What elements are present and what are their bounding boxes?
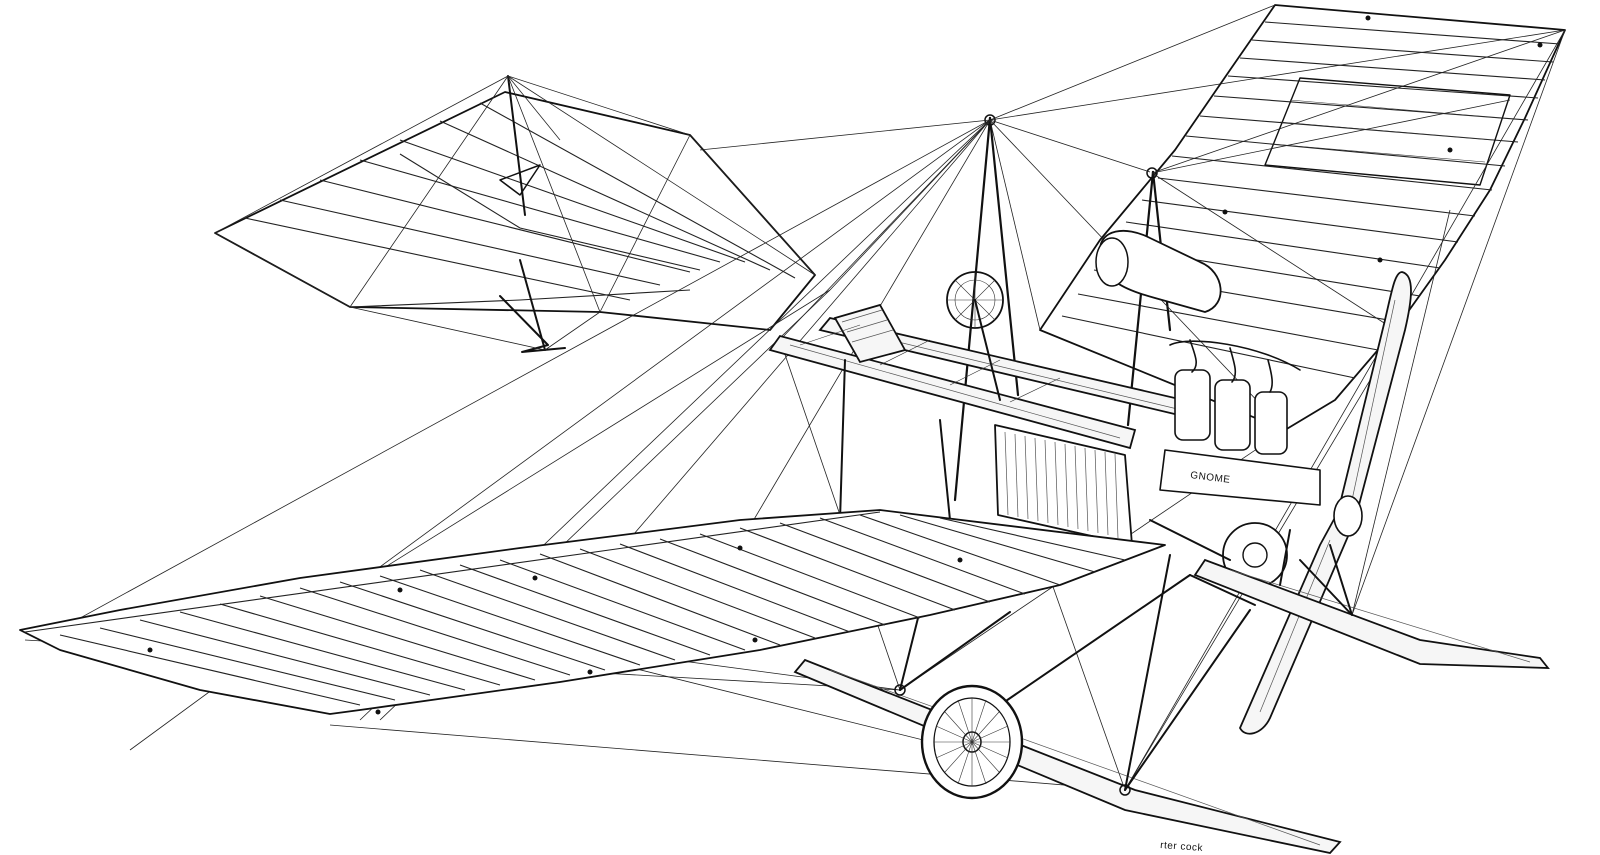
horizontal-stabilizer bbox=[214, 91, 816, 331]
fuselage bbox=[768, 271, 1207, 521]
engine: GNOME bbox=[994, 229, 1321, 588]
near-wing bbox=[19, 509, 1166, 715]
engine-cylinders bbox=[1169, 339, 1301, 455]
landing-wheel bbox=[920, 684, 1024, 800]
engine-plate-label: GNOME bbox=[1190, 470, 1231, 486]
far-wing-warp-panel bbox=[1264, 77, 1511, 186]
far-wing-surface bbox=[1039, 4, 1566, 431]
far-wing bbox=[1039, 4, 1566, 431]
propeller bbox=[1239, 271, 1412, 735]
pilot-seat bbox=[833, 303, 907, 364]
bracing-wires bbox=[24, 4, 1566, 791]
near-wing-surface bbox=[19, 509, 1166, 715]
propeller-blade-lower bbox=[1239, 510, 1357, 735]
skid-left bbox=[793, 658, 1342, 854]
tail-assembly bbox=[214, 75, 816, 353]
fuselage-longeron-upper bbox=[768, 334, 1137, 450]
artist-signature: rter cock bbox=[1160, 840, 1204, 854]
skid-right bbox=[1193, 558, 1550, 669]
undercarriage bbox=[793, 519, 1550, 854]
